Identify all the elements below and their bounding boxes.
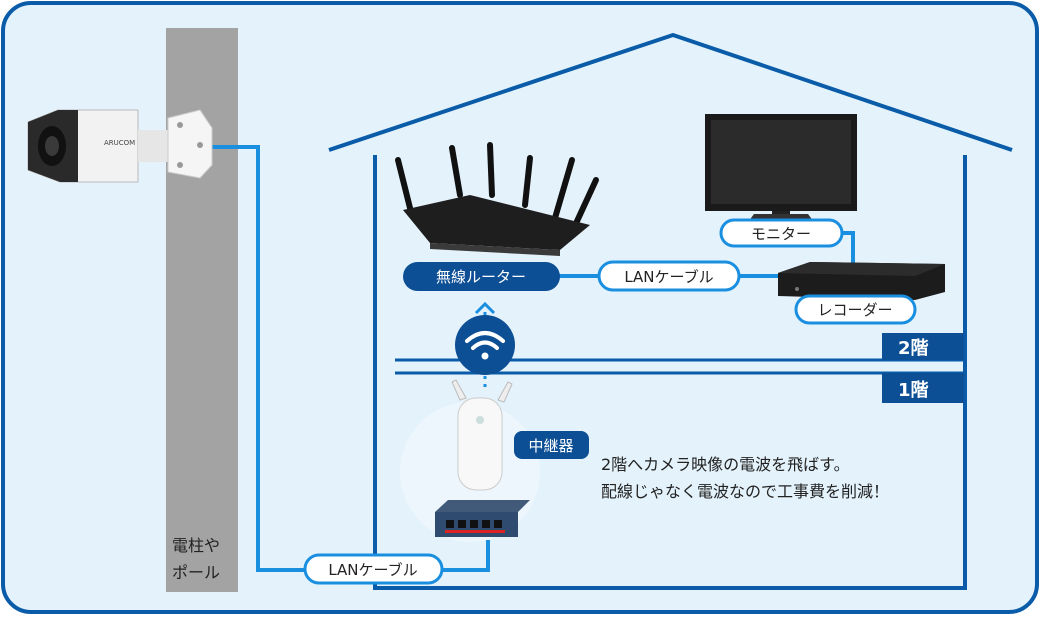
router-icon — [395, 142, 599, 256]
floor1-label: 1階 — [898, 380, 929, 401]
house-roof — [328, 33, 1013, 152]
camera-icon: ARUCOM — [27, 109, 213, 183]
recorder-icon — [778, 262, 945, 300]
camera-brand-label: ARUCOM — [104, 139, 135, 147]
note-line-2: 配線じゃなく電波なので工事費を削減！ — [601, 482, 889, 501]
recorder-pill: レコーダー — [794, 294, 917, 325]
switch-icon — [435, 500, 530, 537]
wifi-icon — [455, 315, 515, 375]
pole-label-line2: ポール — [172, 563, 220, 582]
cable-camera-to-switch — [212, 145, 490, 572]
note-line-1: 2階へカメラ映像の電波を飛ばす。 — [601, 455, 850, 474]
repeater-icon — [451, 379, 513, 491]
floor2-badge — [882, 333, 964, 360]
lan-cable-top-pill: LANケーブル — [597, 260, 741, 292]
repeater-label: 中継器 — [528, 437, 573, 455]
wifi-up-arrow — [474, 301, 496, 315]
lan-cable-bottom-pill: LANケーブル — [303, 553, 444, 585]
router-pill: 無線ルーター — [403, 262, 560, 291]
monitor-label: モニター — [751, 225, 811, 243]
recorder-label: レコーダー — [817, 301, 892, 319]
lan-cable-bottom-label: LANケーブル — [328, 561, 417, 579]
monitor-pill: モニター — [719, 218, 844, 248]
pole-label-line1: 電柱や — [172, 536, 220, 555]
cable-monitor-to-recorder — [840, 231, 855, 266]
repeater-pill: 中継器 — [514, 431, 589, 459]
floor2-label: 2階 — [898, 338, 929, 359]
floor1-badge — [882, 373, 964, 403]
lan-cable-top-label: LANケーブル — [624, 268, 713, 286]
router-label: 無線ルーター — [436, 268, 526, 286]
monitor-icon — [705, 114, 857, 222]
